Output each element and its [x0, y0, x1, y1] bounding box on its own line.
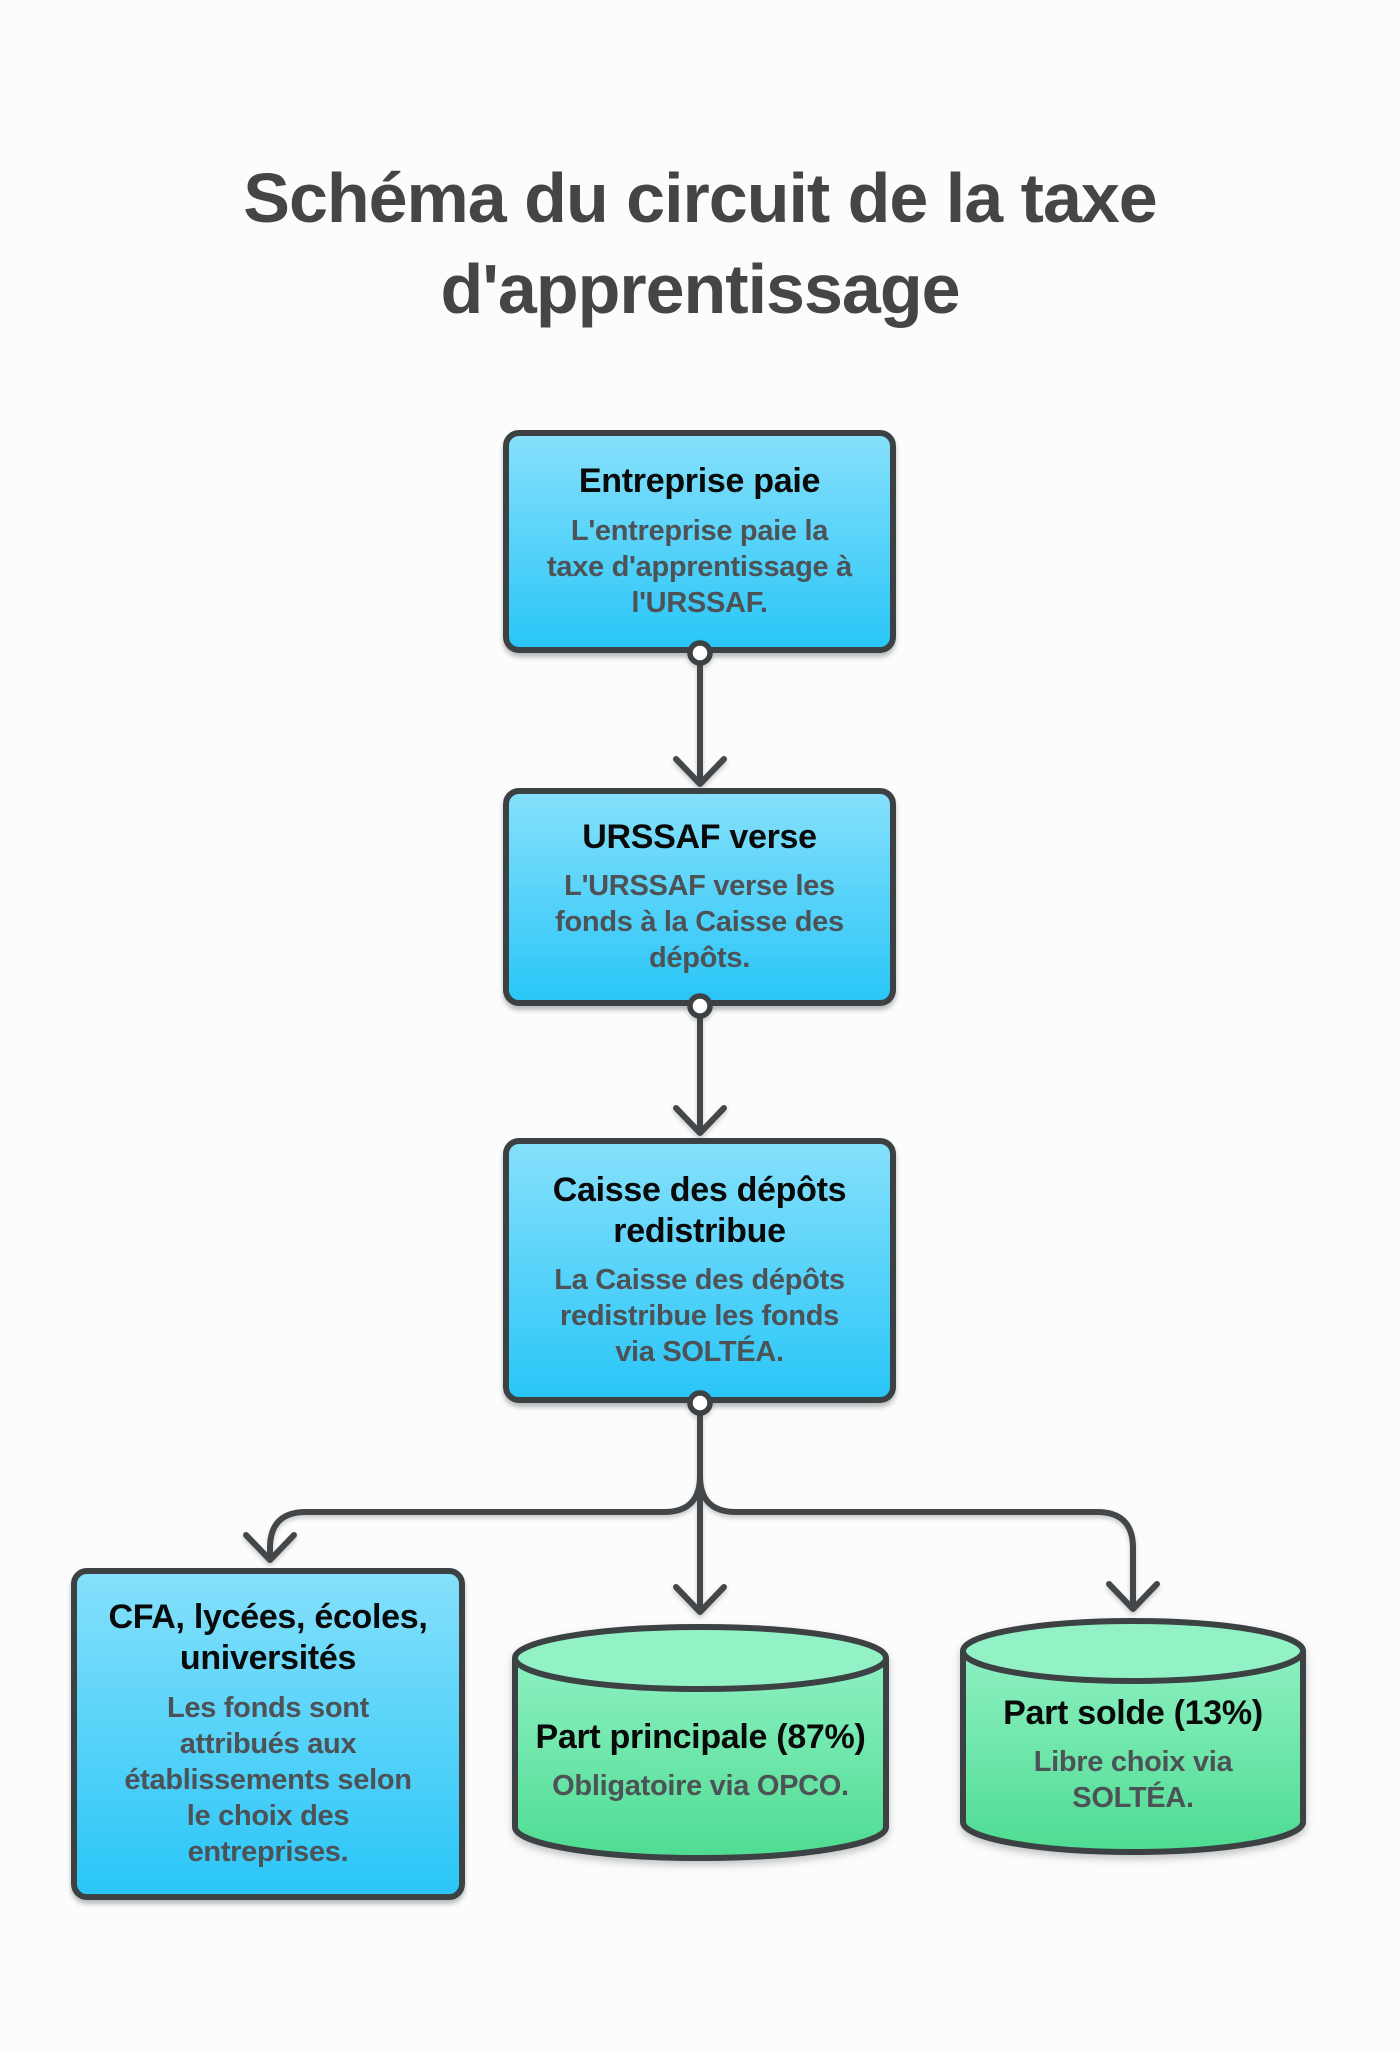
node-description: Obligatoire via OPCO.: [552, 1770, 849, 1803]
page-title-line1: Schéma du circuit de la taxe: [243, 158, 1157, 237]
arrowhead-entreprise-to-urssaf: [673, 756, 727, 787]
node-description: Les fonds sont attribués aux établisseme…: [124, 1691, 412, 1868]
node-title: Entreprise paie: [578, 462, 821, 501]
node-caisse-depots-redistribue: Caisse des dépôts redistribue La Caisse …: [503, 1138, 896, 1403]
node-title: URSSAF verse: [582, 817, 817, 856]
arrowhead-branch-to-part-solde: [1106, 1581, 1160, 1612]
node-cfa-etablissements: CFA, lycées, écoles, universités Les fon…: [71, 1568, 465, 1900]
arrowhead-branch-to-cfa: [243, 1532, 297, 1563]
cylinder-top-ellipse: [960, 1618, 1306, 1684]
cylinder-shape: [960, 1618, 1306, 1855]
node-entreprise-paie: Entreprise paie L'entreprise paie la tax…: [503, 430, 896, 653]
cylinder-shape: [512, 1624, 889, 1861]
page-title-line2: d'apprentissage: [440, 249, 960, 328]
node-description: L'URSSAF verse les fonds à la Caisse des…: [555, 870, 844, 975]
page-title: Schéma du circuit de la taxe d'apprentis…: [0, 153, 1400, 335]
arrowhead-urssaf-to-caisse: [673, 1105, 727, 1136]
arrowhead-caisse-to-part-principale: [673, 1584, 727, 1615]
cylinder-top-ellipse: [512, 1624, 889, 1692]
branch-to-cfa: [267, 1473, 703, 1561]
node-title: Caisse des dépôts redistribue: [552, 1170, 847, 1250]
node-description: La Caisse des dépôts redistribue les fon…: [554, 1264, 845, 1369]
node-title: CFA, lycées, écoles, universités: [108, 1598, 428, 1678]
node-description: Libre choix via SOLTÉA.: [1033, 1746, 1233, 1815]
node-description: L'entreprise paie la taxe d'apprentissag…: [547, 514, 852, 619]
cylinder-body: [512, 1658, 889, 1861]
node-part-solde: Part solde (13%) Libre choix via SOLTÉA.: [960, 1618, 1306, 1858]
cylinder-body: [960, 1651, 1306, 1855]
node-part-principale: Part principale (87%) Obligatoire via OP…: [512, 1624, 889, 1864]
node-urssaf-verse: URSSAF verse L'URSSAF verse les fonds à …: [503, 788, 896, 1006]
node-title: Part solde (13%): [1003, 1693, 1263, 1732]
node-title: Part principale (87%): [535, 1717, 866, 1756]
branch-to-part-solde: [697, 1473, 1136, 1611]
